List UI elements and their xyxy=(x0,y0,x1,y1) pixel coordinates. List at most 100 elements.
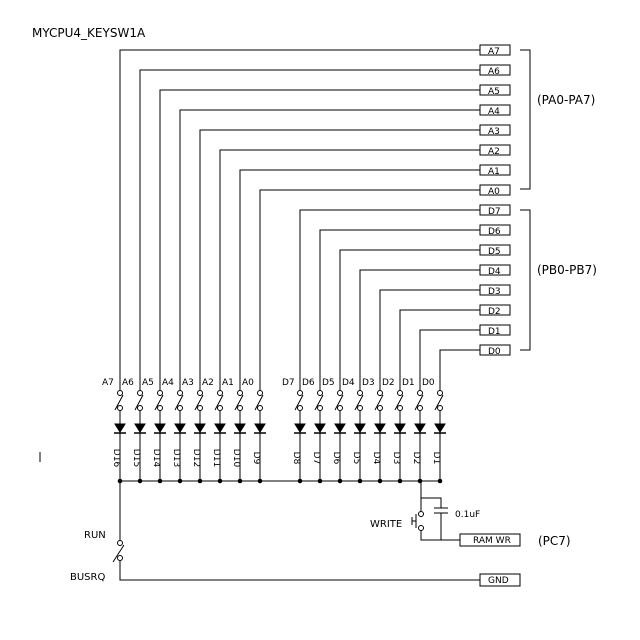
diode-label-12: D4 xyxy=(371,452,381,465)
port-label-d4: D4 xyxy=(488,267,501,277)
switch-label-4: A3 xyxy=(182,378,194,388)
switch-label-13: D2 xyxy=(382,378,395,388)
diode-label-11: D5 xyxy=(351,452,361,465)
port-box-a4 xyxy=(479,104,511,116)
diode-body-9 xyxy=(314,423,326,433)
switch-lever-4 xyxy=(194,394,204,411)
schematic-title: MYCPU4_KEYSW1A xyxy=(32,26,146,40)
switch-label-10: D5 xyxy=(322,378,335,388)
diode-body-4 xyxy=(194,423,206,433)
wire-a6 xyxy=(139,69,480,390)
switch-contact-bottom-0 xyxy=(117,405,123,411)
switch-contact-top-2 xyxy=(157,390,163,396)
switch-label-9: D6 xyxy=(302,378,315,388)
port-box-d5 xyxy=(479,244,511,256)
switch-contact-top-6 xyxy=(237,390,243,396)
diode-body-2 xyxy=(154,423,166,433)
diode-body-0 xyxy=(114,423,126,433)
switch-lever-6 xyxy=(234,394,244,411)
wire-a7 xyxy=(119,49,480,390)
run-switch-lever xyxy=(112,544,125,563)
switch-lever-14 xyxy=(414,394,424,411)
port-label-d5: D5 xyxy=(488,247,501,257)
switch-label-11: D4 xyxy=(342,378,355,388)
switch-contact-bottom-5 xyxy=(217,405,223,411)
pc7-label: (PC7) xyxy=(538,534,571,548)
diode-body-6 xyxy=(234,423,246,433)
port-label-a6: A6 xyxy=(488,67,500,77)
diode-body-1 xyxy=(134,423,146,433)
wire-d7 xyxy=(299,209,480,390)
port-box-a3 xyxy=(479,124,511,136)
switch-contact-top-5 xyxy=(217,390,223,396)
diode-label-13: D3 xyxy=(391,452,401,465)
switch-label-14: D1 xyxy=(402,378,415,388)
switch-contact-bottom-12 xyxy=(377,405,383,411)
write-circuit xyxy=(411,481,521,547)
switch-label-7: A0 xyxy=(242,378,254,388)
gnd-label: GND xyxy=(488,576,509,586)
switch-contact-bottom-6 xyxy=(237,405,243,411)
gnd-port xyxy=(479,573,521,587)
wire-d5 xyxy=(339,249,480,390)
switch-contact-top-4 xyxy=(197,390,203,396)
diode-body-13 xyxy=(394,423,406,433)
port-box-a0 xyxy=(479,184,511,196)
port-label-a7: A7 xyxy=(488,47,500,57)
port-label-d0: D0 xyxy=(488,347,501,357)
port-box-a5 xyxy=(479,84,511,96)
switch-label-1: A6 xyxy=(122,378,134,388)
switch-lever-11 xyxy=(354,394,364,411)
wire-a1 xyxy=(239,169,480,390)
switch-contact-bottom-1 xyxy=(137,405,143,411)
diode-label-10: D6 xyxy=(331,452,341,465)
component-labels: A7D16A6D15A5D14A4D13A3D12A2D11A1D10A0D9D… xyxy=(102,378,441,467)
switch-lever-1 xyxy=(134,394,144,411)
port-label-a5: A5 xyxy=(488,87,500,97)
run-busrq-switch xyxy=(112,481,521,587)
diode-label-7: D9 xyxy=(251,452,261,465)
switch-contact-bottom-9 xyxy=(317,405,323,411)
port-box-a6 xyxy=(479,64,511,76)
switch-contact-top-1 xyxy=(137,390,143,396)
run-label: RUN xyxy=(84,530,106,541)
port-label-a4: A4 xyxy=(488,107,500,117)
switch-contact-bottom-4 xyxy=(197,405,203,411)
diode-label-2: D14 xyxy=(151,449,161,468)
switch-lever-2 xyxy=(154,394,164,411)
address-group-label: (PA0-PA7) xyxy=(537,93,595,107)
switch-contact-top-12 xyxy=(377,390,383,396)
diode-label-15: D1 xyxy=(431,452,441,465)
switch-contact-top-10 xyxy=(337,390,343,396)
diode-body-5 xyxy=(214,423,226,433)
diode-body-11 xyxy=(354,423,366,433)
diode-body-8 xyxy=(294,423,306,433)
port-box-a2 xyxy=(479,144,511,156)
switch-lever-3 xyxy=(174,394,184,411)
switch-lever-13 xyxy=(394,394,404,411)
wire-d3 xyxy=(379,289,480,390)
switch-label-15: D0 xyxy=(422,378,435,388)
switch-contact-bottom-11 xyxy=(357,405,363,411)
port-box-d2 xyxy=(479,304,511,316)
write-switch-contact-bottom xyxy=(418,525,424,531)
port-box-d6 xyxy=(479,224,511,236)
switch-contact-top-3 xyxy=(177,390,183,396)
switch-label-2: A5 xyxy=(142,378,154,388)
wire-a0 xyxy=(259,189,480,390)
write-switch-label: WRITE xyxy=(370,519,402,530)
port-label-d3: D3 xyxy=(488,287,501,297)
diode-label-6: D10 xyxy=(231,449,241,468)
write-switch-contact-top xyxy=(418,511,424,517)
port-label-d7: D7 xyxy=(488,207,501,217)
port-box-d7 xyxy=(479,204,511,216)
port-box-d4 xyxy=(479,264,511,276)
switch-contact-bottom-15 xyxy=(437,405,443,411)
wire-a5 xyxy=(159,89,480,390)
port-box-d0 xyxy=(479,344,511,356)
diode-label-3: D13 xyxy=(171,449,181,467)
diode-body-14 xyxy=(414,423,426,433)
port-label-a3: A3 xyxy=(488,127,500,137)
switch-lever-7 xyxy=(254,394,264,411)
switch-label-8: D7 xyxy=(282,378,295,388)
